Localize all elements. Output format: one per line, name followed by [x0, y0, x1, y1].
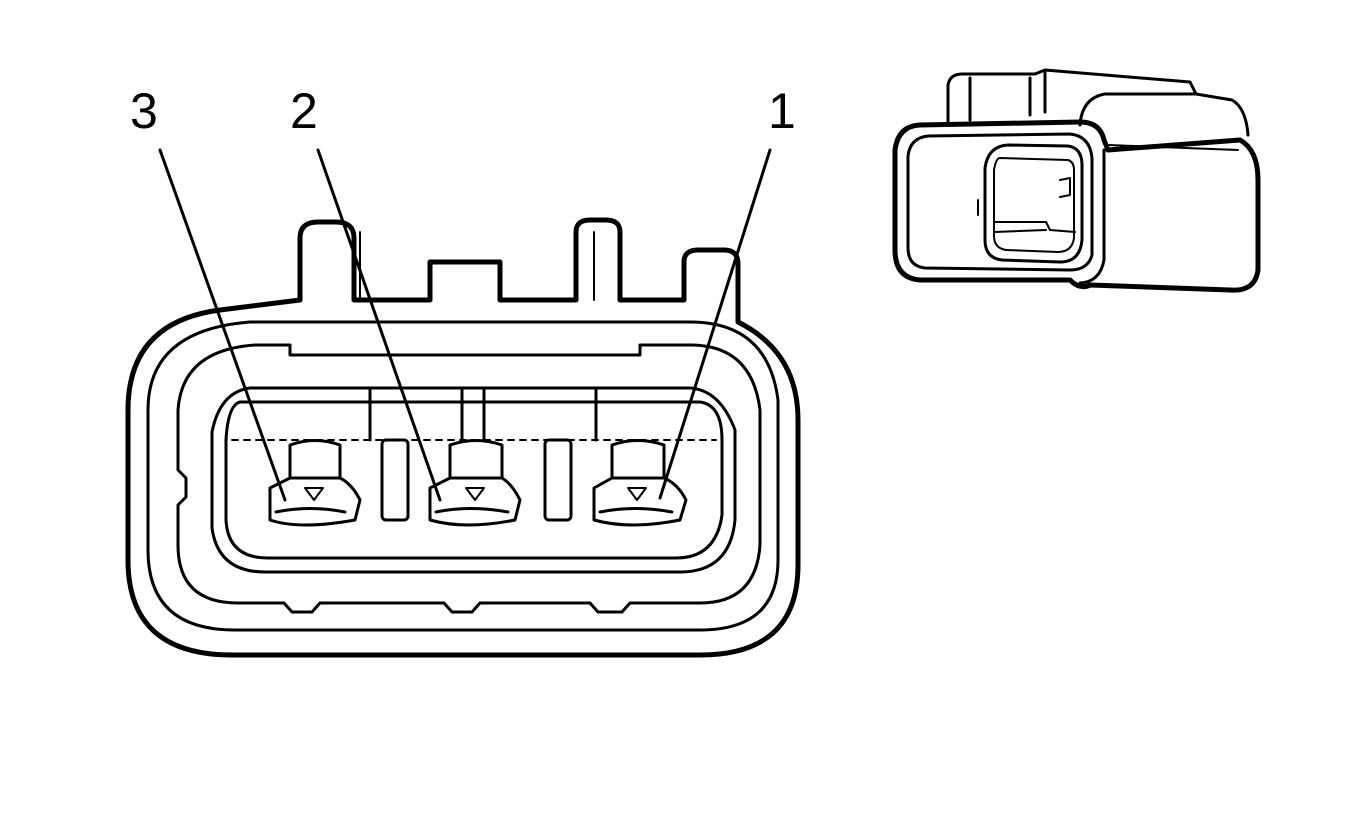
callout-2-label: 2	[290, 83, 318, 139]
callout-2-leader	[316, 148, 442, 502]
seal-contour	[176, 343, 762, 614]
callout-1-label: 1	[768, 83, 796, 139]
terminal-1	[592, 439, 688, 527]
callout-1-leader	[658, 148, 772, 500]
terminal-3	[268, 439, 362, 527]
housing-inner-contour	[146, 320, 780, 632]
terminal-cavity	[210, 386, 737, 574]
callout-3-leader	[158, 148, 287, 502]
terminal-2	[428, 439, 522, 527]
connector-isometric-view	[892, 68, 1261, 293]
callout-3-label: 3	[130, 83, 158, 139]
